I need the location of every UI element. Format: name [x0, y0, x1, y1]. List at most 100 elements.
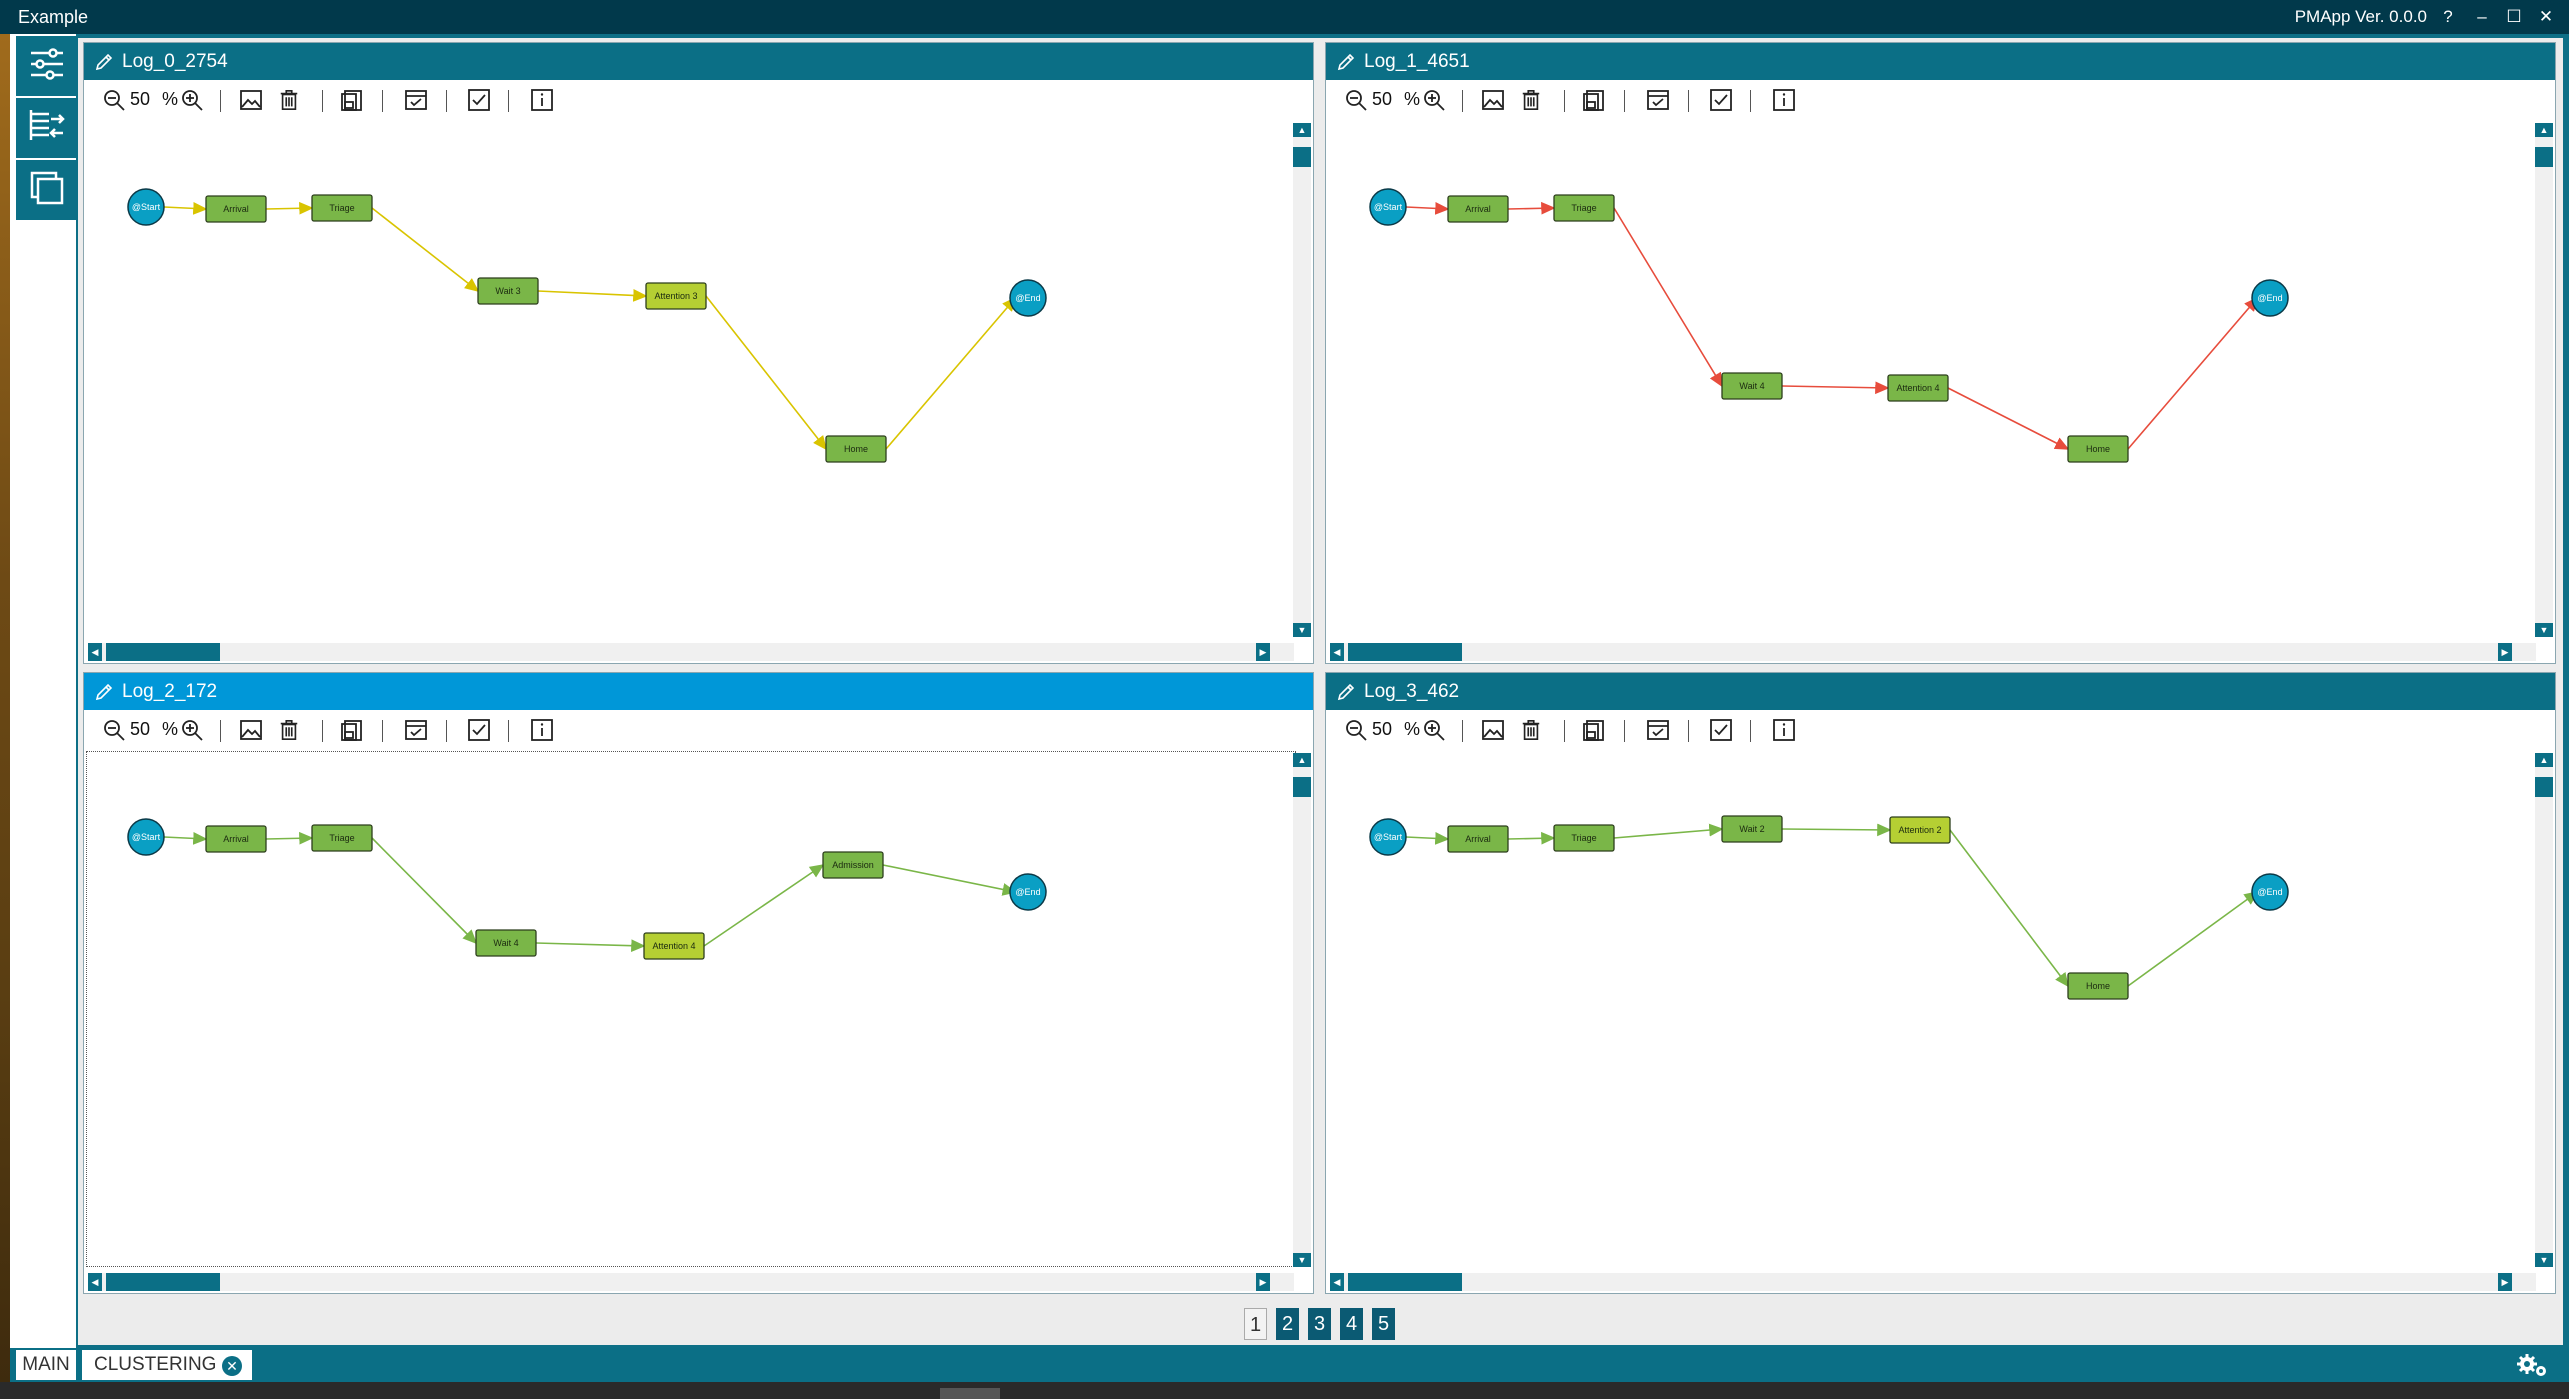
delete-icon[interactable]: [1520, 88, 1542, 112]
scroll-left-icon[interactable]: ◀: [88, 643, 102, 661]
graph-activity-node[interactable]: Admission: [822, 851, 884, 879]
page-button-1[interactable]: 1: [1244, 1308, 1267, 1340]
graph-activity-node[interactable]: Arrival: [205, 825, 267, 853]
tab-main[interactable]: MAIN: [16, 1350, 76, 1380]
pencil-icon[interactable]: [94, 682, 114, 702]
tab-clustering[interactable]: CLUSTERING ✕: [82, 1350, 252, 1380]
checkbox-icon[interactable]: [466, 88, 492, 112]
horizontal-scrollbar[interactable]: ◀▶: [1330, 1273, 2536, 1291]
scroll-thumb[interactable]: [1348, 1273, 1462, 1291]
scroll-thumb[interactable]: [2535, 777, 2553, 797]
zoom-in-icon[interactable]: [1422, 718, 1446, 742]
scroll-right-icon[interactable]: ▶: [1256, 643, 1270, 661]
graph-activity-node[interactable]: Attention 4: [643, 932, 705, 960]
scroll-right-icon[interactable]: ▶: [1256, 1273, 1270, 1291]
vertical-scrollbar[interactable]: ▲▼: [1293, 753, 1311, 1267]
graph-activity-node[interactable]: Arrival: [1447, 195, 1509, 223]
graph-terminal-node[interactable]: @End: [1009, 873, 1047, 911]
scroll-thumb[interactable]: [1293, 147, 1311, 167]
scroll-thumb[interactable]: [106, 1273, 220, 1291]
graph-activity-node[interactable]: Attention 2: [1889, 816, 1951, 844]
zoom-value[interactable]: 50: [1372, 89, 1393, 109]
calendar-check-icon[interactable]: [1644, 718, 1672, 742]
graph-activity-node[interactable]: Triage: [311, 194, 373, 222]
scroll-down-icon[interactable]: ▼: [2535, 1253, 2553, 1267]
horizontal-scrollbar[interactable]: ◀▶: [88, 1273, 1294, 1291]
page-button-5[interactable]: 5: [1372, 1308, 1395, 1340]
page-button-4[interactable]: 4: [1340, 1308, 1363, 1340]
scroll-right-icon[interactable]: ▶: [2498, 643, 2512, 661]
graph-activity-node[interactable]: Wait 3: [477, 277, 539, 305]
graph-activity-node[interactable]: Arrival: [1447, 825, 1509, 853]
save-icon[interactable]: [1582, 718, 1606, 742]
export-image-icon[interactable]: [1480, 718, 1506, 742]
zoom-in-icon[interactable]: [1422, 88, 1446, 112]
pencil-icon[interactable]: [94, 52, 114, 72]
zoom-in-icon[interactable]: [180, 88, 204, 112]
zoom-value[interactable]: 50: [1372, 719, 1393, 739]
minimize-button[interactable]: –: [2477, 7, 2487, 26]
scroll-left-icon[interactable]: ◀: [1330, 1273, 1344, 1291]
graph-terminal-node[interactable]: @End: [2251, 279, 2289, 317]
export-image-icon[interactable]: [238, 718, 264, 742]
calendar-check-icon[interactable]: [1644, 88, 1672, 112]
scroll-up-icon[interactable]: ▲: [2535, 753, 2553, 767]
scroll-left-icon[interactable]: ◀: [88, 1273, 102, 1291]
page-button-2[interactable]: 2: [1276, 1308, 1299, 1340]
panel-header[interactable]: Log_3_462: [1326, 673, 2555, 710]
graph-terminal-node[interactable]: @Start: [127, 818, 165, 856]
graph-activity-node[interactable]: Attention 4: [1887, 374, 1949, 402]
pencil-icon[interactable]: [1336, 52, 1356, 72]
settings-gear-icon[interactable]: [2513, 1352, 2553, 1380]
vertical-scrollbar[interactable]: ▲▼: [2535, 123, 2553, 637]
checkbox-icon[interactable]: [1708, 718, 1734, 742]
graph-activity-node[interactable]: Arrival: [205, 195, 267, 223]
scroll-thumb[interactable]: [106, 643, 220, 661]
save-icon[interactable]: [340, 718, 364, 742]
graph-activity-node[interactable]: Attention 3: [645, 282, 707, 310]
page-button-3[interactable]: 3: [1308, 1308, 1331, 1340]
graph-activity-node[interactable]: Triage: [1553, 824, 1615, 852]
delete-icon[interactable]: [1520, 718, 1542, 742]
info-icon[interactable]: [1772, 718, 1796, 742]
info-icon[interactable]: [1772, 88, 1796, 112]
info-icon[interactable]: [530, 88, 554, 112]
zoom-value[interactable]: 50: [130, 719, 151, 739]
graph-activity-node[interactable]: Wait 4: [1721, 372, 1783, 400]
sidebar-item-filters[interactable]: [16, 36, 78, 96]
delete-icon[interactable]: [278, 718, 300, 742]
graph-terminal-node[interactable]: @End: [2251, 873, 2289, 911]
zoom-out-icon[interactable]: [1344, 88, 1368, 112]
scroll-thumb[interactable]: [2535, 147, 2553, 167]
scroll-thumb[interactable]: [1348, 643, 1462, 661]
graph-terminal-node[interactable]: @Start: [1369, 818, 1407, 856]
scroll-down-icon[interactable]: ▼: [2535, 623, 2553, 637]
graph-activity-node[interactable]: Home: [825, 435, 887, 463]
graph-activity-node[interactable]: Wait 4: [475, 929, 537, 957]
save-icon[interactable]: [1582, 88, 1606, 112]
save-icon[interactable]: [340, 88, 364, 112]
zoom-out-icon[interactable]: [102, 88, 126, 112]
info-icon[interactable]: [530, 718, 554, 742]
export-image-icon[interactable]: [238, 88, 264, 112]
graph-activity-node[interactable]: Home: [2067, 435, 2129, 463]
zoom-out-icon[interactable]: [1344, 718, 1368, 742]
maximize-button[interactable]: ☐: [2506, 7, 2522, 26]
zoom-in-icon[interactable]: [180, 718, 204, 742]
graph-terminal-node[interactable]: @Start: [1369, 188, 1407, 226]
checkbox-icon[interactable]: [1708, 88, 1734, 112]
panel-header[interactable]: Log_2_172: [84, 673, 1313, 710]
scroll-up-icon[interactable]: ▲: [1293, 123, 1311, 137]
delete-icon[interactable]: [278, 88, 300, 112]
horizontal-scrollbar[interactable]: ◀▶: [88, 643, 1294, 661]
horizontal-scrollbar[interactable]: ◀▶: [1330, 643, 2536, 661]
zoom-value[interactable]: 50: [130, 89, 151, 109]
sidebar-item-windows[interactable]: [16, 160, 78, 220]
zoom-out-icon[interactable]: [102, 718, 126, 742]
scroll-down-icon[interactable]: ▼: [1293, 623, 1311, 637]
vertical-scrollbar[interactable]: ▲▼: [2535, 753, 2553, 1267]
scroll-thumb[interactable]: [1293, 777, 1311, 797]
